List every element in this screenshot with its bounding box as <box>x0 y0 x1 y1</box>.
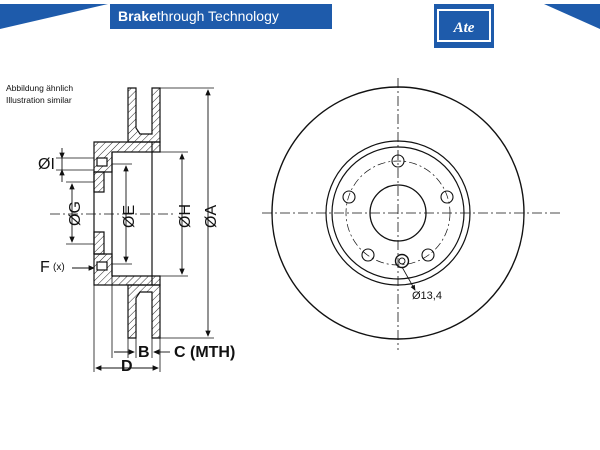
label-D: D <box>121 358 133 375</box>
label-F-suffix: (x) <box>53 262 65 273</box>
bolt-hole-marked <box>394 253 410 269</box>
header-left-stripe <box>0 4 108 29</box>
bolt-hole-4 <box>361 248 375 262</box>
hub-face-lower <box>93 231 105 255</box>
label-G: ØG <box>67 201 84 226</box>
label-B: B <box>138 344 150 361</box>
disc-front-view <box>262 78 560 350</box>
outer-disc-edge <box>271 86 525 340</box>
centre-bore <box>369 184 427 242</box>
header-bar: Brakethrough Technology Ate <box>0 0 600 62</box>
disc-cross-section <box>93 87 161 339</box>
label-I: ØI <box>38 156 55 173</box>
ate-logo: Ate <box>434 4 494 48</box>
header-right-stripe <box>544 4 600 29</box>
dimension-labels: ØI ØG ØE ØH ØA F (x) B C (MTH) D <box>38 156 235 375</box>
bolt-hole-3 <box>421 248 435 262</box>
brand-banner: Brakethrough Technology <box>110 4 332 29</box>
label-C: C (MTH) <box>174 344 235 361</box>
note-line-en: Illustration similar <box>6 95 72 105</box>
lower-friction-ring <box>127 284 161 339</box>
brand-title-bold: Brake <box>118 8 157 24</box>
bolt-circle <box>345 160 451 266</box>
hub-flange-upper <box>93 141 161 173</box>
upper-friction-ring <box>127 87 161 143</box>
label-A: ØA <box>203 205 220 228</box>
label-F: F <box>40 259 50 276</box>
ate-logo-mark: Ate <box>437 9 491 42</box>
extension-lines <box>56 87 214 372</box>
brand-title-rest: through Technology <box>156 8 279 24</box>
hub-face-upper <box>93 171 105 193</box>
illustration-note: Abbildung ähnlich Illustration similar <box>6 82 73 106</box>
bolt-hole-leader <box>401 266 416 291</box>
label-bolt-hole: Ø13,4 <box>412 290 442 302</box>
ate-logo-text: Ate <box>453 20 475 36</box>
bolt-hole-2 <box>440 190 454 204</box>
dimension-lines <box>59 89 211 371</box>
label-E: ØE <box>121 205 138 228</box>
brand-title: Brakethrough Technology <box>118 8 279 25</box>
friction-inner-edge <box>325 140 471 286</box>
bolt-hole-1 <box>391 154 405 168</box>
label-H: ØH <box>177 204 194 228</box>
hat-outer-edge <box>331 146 465 280</box>
note-line-de: Abbildung ähnlich <box>6 83 74 93</box>
bolt-hole-5 <box>342 190 356 204</box>
